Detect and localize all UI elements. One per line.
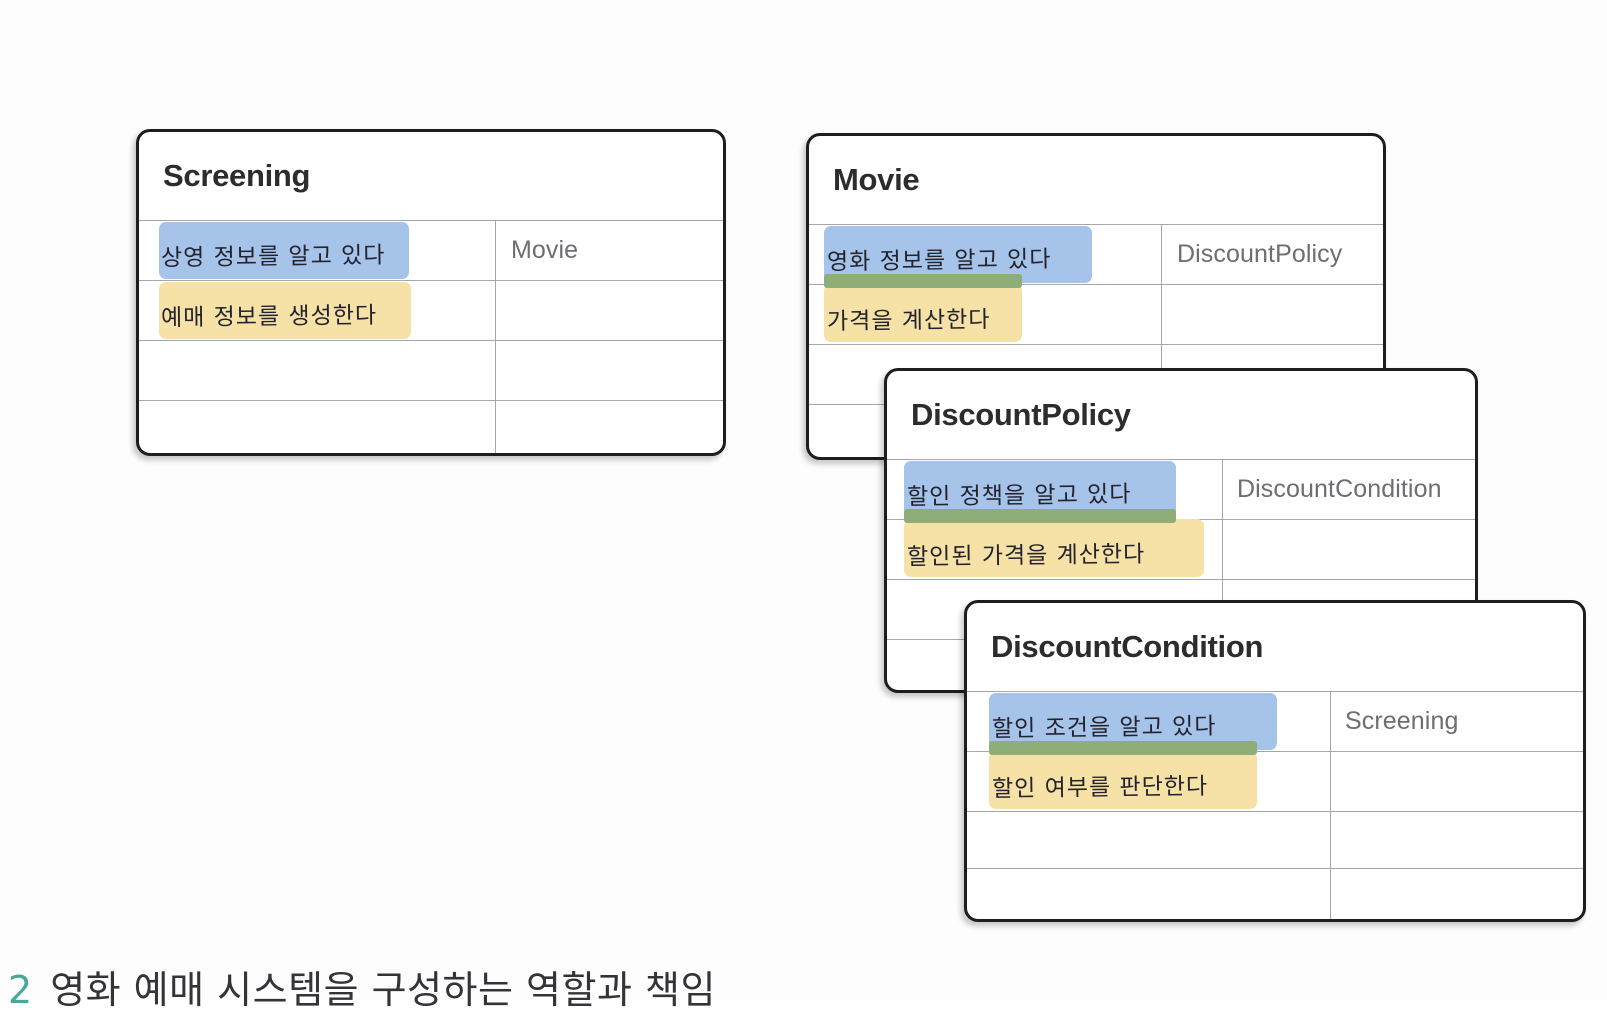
card-title-screening: Screening: [163, 158, 311, 193]
collaborator-text: Movie: [511, 236, 579, 264]
responsibility-text: 할인 여부를 판단한다: [991, 773, 1209, 803]
highlight-yellow: [159, 282, 411, 339]
highlight-blue: [989, 693, 1277, 750]
collaborator-text: DiscountCondition: [1237, 475, 1442, 503]
responsibility-text: 예매 정보를 생성한다: [160, 302, 378, 332]
grid-vline: [1161, 224, 1162, 457]
collaborator-text: Screening: [1345, 707, 1459, 735]
highlight-yellow: [904, 519, 1204, 577]
grid-hline: [809, 344, 1383, 345]
grid-hline: [139, 400, 723, 401]
figure-caption: 2 영화 예매 시스템을 구성하는 역할과 책임: [8, 959, 716, 1014]
highlight-blue: [824, 226, 1092, 283]
highlight-yellow: [824, 284, 1022, 342]
grid-hline: [967, 811, 1583, 812]
responsibility-text: 가격을 계산한다: [826, 307, 991, 335]
responsibility-text: 할인된 가격을 계산한다: [906, 541, 1146, 571]
caption-number: 2: [8, 968, 33, 1012]
highlight-green: [904, 509, 1176, 523]
grid-hline: [887, 579, 1475, 580]
card-title-movie: Movie: [833, 162, 920, 197]
crc-card-discount-condition[interactable]: DiscountCondition 할인 조건을 알고 있다 할인 여부를 판단…: [964, 600, 1586, 922]
responsibility-text: 상영 정보를 알고 있다: [160, 242, 386, 272]
collaborator-text: DiscountPolicy: [1177, 240, 1343, 268]
responsibility-text: 영화 정보를 알고 있다: [826, 246, 1052, 276]
highlight-green: [824, 274, 1022, 288]
responsibility-text: 할인 정책을 알고 있다: [906, 481, 1132, 511]
grid-vline: [1222, 459, 1223, 690]
grid-hline: [967, 691, 1583, 692]
highlight-yellow: [989, 751, 1257, 809]
grid-vline: [495, 220, 496, 453]
grid-vline: [1330, 691, 1331, 919]
card-title-discount-condition: DiscountCondition: [991, 629, 1264, 664]
crc-card-screening[interactable]: Screening 상영 정보를 알고 있다 예매 정보를 생성한다 Movie: [136, 129, 726, 456]
grid-hline: [887, 459, 1475, 460]
highlight-blue: [159, 222, 409, 279]
grid-hline: [809, 224, 1383, 225]
grid-hline: [967, 868, 1583, 869]
caption-text: 영화 예매 시스템을 구성하는 역할과 책임: [50, 968, 716, 1012]
grid-hline: [809, 284, 1383, 285]
grid-hline: [967, 751, 1583, 752]
highlight-blue: [904, 461, 1176, 518]
card-title-discount-policy: DiscountPolicy: [911, 397, 1131, 432]
grid-hline: [139, 340, 723, 341]
grid-hline: [139, 280, 723, 281]
grid-hline: [139, 220, 723, 221]
highlight-green: [989, 741, 1257, 755]
responsibility-text: 할인 조건을 알고 있다: [991, 713, 1217, 743]
